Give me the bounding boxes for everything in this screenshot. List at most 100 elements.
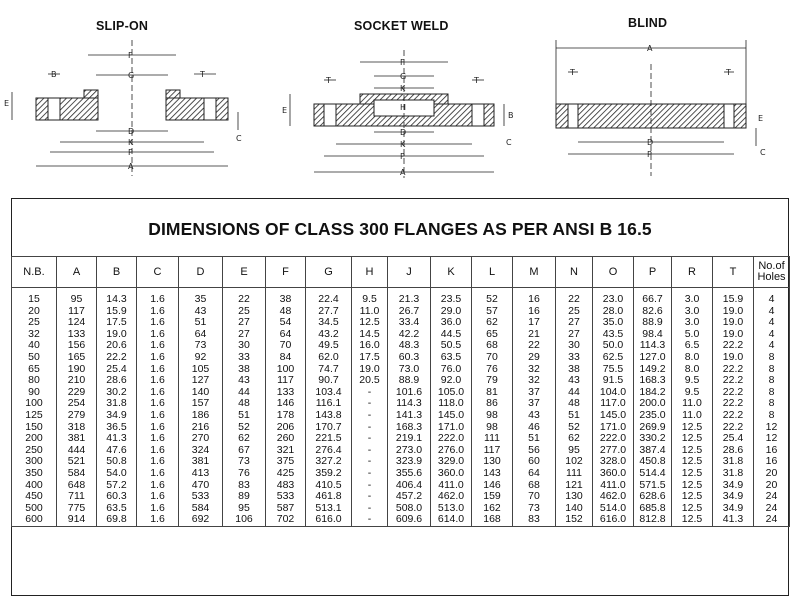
dim-f-socket: F bbox=[400, 58, 405, 67]
table-cell: 15 bbox=[11, 287, 57, 306]
table-cell: 51 bbox=[555, 409, 593, 422]
table-cell: 1.6 bbox=[136, 351, 179, 364]
dim-f-slipon: F bbox=[128, 51, 133, 60]
table-cell: 127 bbox=[178, 375, 223, 387]
table-cell: 200 bbox=[11, 433, 57, 445]
column-header: G bbox=[305, 256, 352, 288]
table-cell: 12 bbox=[753, 421, 790, 434]
table-cell: 33 bbox=[222, 351, 266, 364]
table-cell: - bbox=[351, 467, 388, 480]
table-cell: 80 bbox=[11, 375, 57, 387]
column-header: D bbox=[178, 256, 223, 288]
table-cell: 62 bbox=[222, 433, 266, 445]
table-cell: 457.2 bbox=[387, 490, 431, 503]
table-cell: 600 bbox=[11, 513, 57, 527]
table-cell: 4 bbox=[753, 317, 790, 329]
table-cell: 17.5 bbox=[351, 351, 388, 364]
table-cell: 159 bbox=[471, 490, 513, 503]
table-cell: 692 bbox=[178, 513, 223, 527]
table-cell: 79 bbox=[471, 375, 513, 387]
table-cell: 12 bbox=[753, 433, 790, 445]
table-cell: 22 bbox=[555, 287, 593, 306]
table-cell: 125 bbox=[11, 409, 57, 422]
table-cell: 83 bbox=[512, 513, 556, 527]
table-cell: 106 bbox=[222, 513, 266, 527]
column-header: H bbox=[351, 256, 388, 288]
dim-d-socket: D bbox=[400, 128, 406, 137]
table-cell: - bbox=[351, 409, 388, 422]
table-cell: 41.3 bbox=[96, 433, 137, 445]
dim-j-socket: K bbox=[400, 84, 406, 93]
dim-e-slipon: E bbox=[4, 99, 9, 108]
table-cell: 20.5 bbox=[351, 375, 388, 387]
table-cell: 66.7 bbox=[633, 287, 672, 306]
table-cell: 616.0 bbox=[305, 513, 352, 527]
table-cell: 609.6 bbox=[387, 513, 431, 527]
table-cell: 111 bbox=[555, 467, 593, 480]
table-cell: 812.8 bbox=[633, 513, 672, 527]
table-cell: 60.3 bbox=[387, 351, 431, 364]
table-cell: 462.0 bbox=[430, 490, 472, 503]
table-cell: 62.5 bbox=[592, 351, 634, 364]
table-cell: 186 bbox=[178, 409, 223, 422]
table-cell: 14.3 bbox=[96, 287, 137, 306]
dim-e-socket: E bbox=[282, 106, 287, 115]
table-cell: 52 bbox=[471, 287, 513, 306]
table-cell: 9.5 bbox=[671, 375, 713, 387]
table-cell: 19.0 bbox=[712, 351, 754, 364]
table-cell: 95 bbox=[56, 287, 97, 306]
table-cell: 16 bbox=[753, 444, 790, 457]
column-header: M bbox=[512, 256, 556, 288]
table-cell: 20 bbox=[753, 467, 790, 480]
table-cell: 8 bbox=[753, 398, 790, 410]
table-cell: 462.0 bbox=[592, 490, 634, 503]
table-cell: 63.5 bbox=[430, 351, 472, 364]
table-cell: 24 bbox=[753, 490, 790, 503]
slip-on-flange-drawing: F G D K P A B T E C bbox=[4, 40, 242, 176]
table-cell: 584 bbox=[56, 467, 97, 480]
table-cell: 98 bbox=[471, 409, 513, 422]
table-cell: 22.2 bbox=[712, 375, 754, 387]
table-cell: 43 bbox=[222, 375, 266, 387]
dim-d-slipon: D bbox=[128, 127, 134, 136]
table-cell: 24 bbox=[753, 513, 790, 527]
table-cell: 24 bbox=[753, 502, 790, 515]
table-cell: 4 bbox=[753, 340, 790, 352]
table-cell: 235.0 bbox=[633, 409, 672, 422]
table-cell: 92 bbox=[178, 351, 223, 364]
table-cell: - bbox=[351, 513, 388, 527]
table-cell: 461.8 bbox=[305, 490, 352, 503]
table-cell: 51 bbox=[512, 433, 556, 445]
blind-label: BLIND bbox=[628, 16, 668, 30]
table-cell: 43 bbox=[512, 409, 556, 422]
table-cell: 711 bbox=[56, 490, 97, 503]
dim-t-socket-left: T bbox=[325, 76, 331, 85]
dim-k-socket: K bbox=[400, 140, 406, 149]
table-cell: 145.0 bbox=[430, 409, 472, 422]
table-cell: 8 bbox=[753, 375, 790, 387]
column-header: No.of Holes bbox=[753, 256, 790, 288]
flange-drawings: SLIP-ON SOCKET WELD BLIND bbox=[0, 0, 800, 195]
table-cell: 4 bbox=[753, 305, 790, 318]
column-header: P bbox=[633, 256, 672, 288]
table-cell: 69.8 bbox=[96, 513, 137, 527]
dim-e-blind: E bbox=[758, 114, 763, 123]
table-cell: 15.9 bbox=[712, 287, 754, 306]
table-cell: 20 bbox=[753, 479, 790, 492]
column-header: O bbox=[592, 256, 634, 288]
dim-h-socket: H bbox=[400, 103, 406, 112]
table-cell: 117 bbox=[265, 375, 306, 387]
table-cell: 8 bbox=[753, 409, 790, 422]
table-cell: 219.1 bbox=[387, 433, 431, 445]
table-cell: 168 bbox=[471, 513, 513, 527]
table-cell: 54.0 bbox=[96, 467, 137, 480]
table-cell: 8 bbox=[753, 386, 790, 399]
dim-c-blind: C bbox=[760, 148, 766, 157]
blind-flange-drawing: A D P T T E C bbox=[555, 40, 766, 176]
